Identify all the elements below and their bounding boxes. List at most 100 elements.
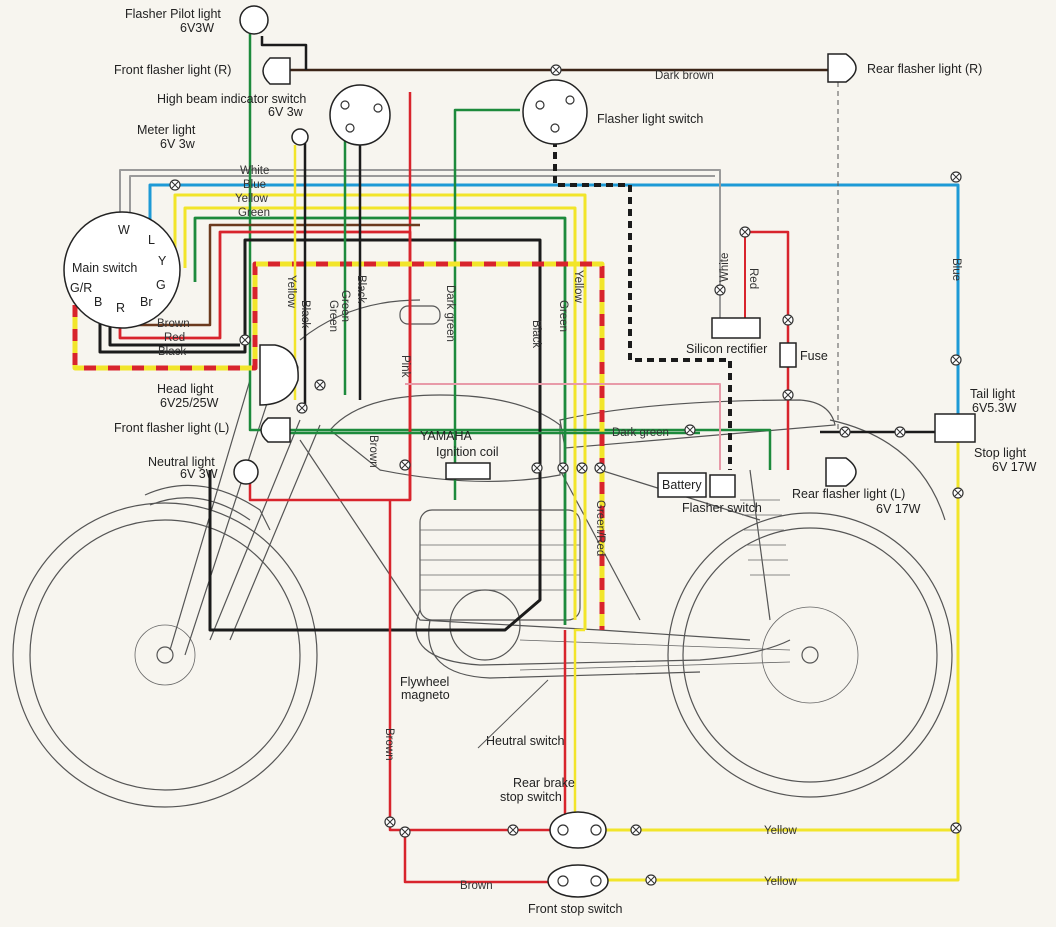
front-wheel	[12, 502, 318, 808]
label-high-beam-rating: 6V 3w	[268, 105, 304, 119]
wire-label-yellow-v: Yellow	[285, 275, 297, 309]
label-tail-light-rating: 6V5.3W	[972, 401, 1017, 415]
wire-label-yellow-bottom1: Yellow	[764, 825, 798, 837]
wire-label-brown-v1: Brown	[367, 435, 379, 468]
wire-label-black-v1: Black	[299, 300, 311, 328]
label-fuse: Fuse	[800, 349, 828, 363]
label-main-switch: Main switch	[72, 261, 137, 275]
label-meter-light: Meter light	[137, 123, 196, 137]
label-rear-flasher-l: Rear flasher light (L)	[792, 487, 905, 501]
wire-label-white-v: White	[719, 253, 731, 282]
components	[63, 5, 976, 898]
wire-white	[119, 169, 721, 330]
label-front-flasher-r: Front flasher light (R)	[114, 63, 231, 77]
wire-label-dark-green-h: Dark green	[612, 427, 669, 439]
label-tail-light: Tail light	[970, 387, 1016, 401]
label-magneto: magneto	[401, 688, 450, 702]
wire-black-main	[98, 238, 542, 632]
flasher-light-switch-symbol	[522, 79, 588, 145]
wire-label-yellow-v2: Yellow	[572, 270, 584, 304]
wire-label-black-v3: Black	[530, 320, 542, 348]
main-switch-terminal-w: W	[118, 223, 130, 237]
wire-green-main	[193, 216, 567, 625]
main-switch-terminal-y: Y	[158, 254, 167, 268]
label-stop-light: Stop light	[974, 446, 1027, 460]
label-neutral-switch: Heutral switch	[486, 734, 565, 748]
label-flasher-light-switch: Flasher light switch	[597, 112, 703, 126]
wire-label-green-v1: Green	[327, 300, 339, 332]
wire-label-red-main: Red	[164, 332, 185, 344]
motorcycle-sketch	[12, 299, 953, 808]
label-flasher-pilot-light: Flasher Pilot light	[125, 7, 221, 21]
ignition-coil-symbol	[445, 462, 491, 480]
wire-label-red-v: Red	[747, 268, 759, 289]
main-switch-terminal-r: R	[116, 301, 125, 315]
wire-label-black-main: Black	[158, 346, 186, 358]
wire-label-yellow-bottom2: Yellow	[764, 876, 798, 888]
wire-red-brake	[388, 500, 555, 832]
wire-label-green: Green	[238, 207, 270, 219]
label-battery: Battery	[662, 478, 702, 492]
rear-wheel	[667, 512, 953, 798]
silicon-rectifier-symbol	[711, 317, 761, 339]
wire-label-brown-main: Brown	[157, 318, 190, 330]
label-flasher-switch: Flasher switch	[682, 501, 762, 515]
tail-light-symbol	[934, 413, 976, 443]
label-flywheel: Flywheel	[400, 675, 449, 689]
wire-label-yellow: Yellow	[235, 193, 269, 205]
label-meter-light-rating: 6V 3w	[160, 137, 196, 151]
front-flasher-r-symbol	[262, 57, 291, 85]
wire-label-brown-bottom: Brown	[460, 880, 493, 892]
rear-brake-switch-symbol	[549, 811, 607, 849]
wire-label-dark-green-v: Dark green	[444, 285, 456, 342]
component-labels: Flasher Pilot light 6V3W Front flasher l…	[70, 7, 1037, 916]
wire-label-white: White	[240, 165, 269, 177]
flasher-pilot-light-symbol	[239, 5, 269, 35]
wire-labels: Dark brown White Blue Yellow Green Brown…	[157, 70, 962, 892]
label-silicon-rectifier: Silicon rectifier	[686, 342, 767, 356]
label-flasher-pilot-rating: 6V3W	[180, 21, 214, 35]
label-head-light: Head light	[157, 382, 214, 396]
flasher-switch-symbol	[709, 474, 736, 498]
front-stop-switch-symbol	[547, 864, 609, 898]
engine	[419, 509, 581, 621]
label-rear-flasher-l-rating: 6V 17W	[876, 502, 921, 516]
wire-yellow-main	[173, 193, 587, 630]
main-switch-terminal-b: B	[94, 295, 102, 309]
fuse-symbol	[779, 342, 797, 368]
label-front-stop-switch: Front stop switch	[528, 902, 623, 916]
wire-yellow-stop	[600, 440, 960, 882]
high-beam-switch-symbol	[329, 84, 391, 146]
wire-label-brown-v2: Brown	[383, 728, 395, 761]
label-high-beam: High beam indicator switch	[157, 92, 306, 106]
seat	[559, 399, 836, 449]
wire-label-green-red-v: Green/Red	[594, 500, 606, 556]
wire-black-dashed	[553, 140, 732, 470]
label-front-flasher-l: Front flasher light (L)	[114, 421, 229, 435]
rear-flasher-r-symbol	[827, 53, 857, 83]
wire-label-green-v2: Green	[557, 300, 569, 332]
fuel-tank	[329, 394, 561, 483]
main-switch-terminal-l: L	[148, 233, 155, 247]
battery-symbol	[657, 472, 707, 498]
main-switch-symbol	[63, 211, 181, 329]
wire-label-dark-brown: Dark brown	[655, 70, 714, 82]
label-ignition-coil: Ignition coil	[436, 445, 499, 459]
wire-label-blue: Blue	[243, 179, 266, 191]
main-switch-terminal-g: G	[156, 278, 166, 292]
wire-label-green-v1b: Green	[339, 290, 351, 322]
front-flasher-l-symbol	[260, 417, 291, 443]
wire-label-blue-v: Blue	[950, 258, 962, 281]
main-switch-terminal-gr: G/R	[70, 281, 92, 295]
wire-label-black-v2: Black	[355, 275, 367, 303]
label-head-light-rating: 6V25/25W	[160, 396, 219, 410]
head-light-symbol	[259, 344, 299, 406]
main-switch-terminal-br: Br	[140, 295, 153, 309]
label-stop-light-rating: 6V 17W	[992, 460, 1037, 474]
label-stop-switch: stop switch	[500, 790, 562, 804]
meter-light-symbol	[291, 128, 309, 146]
label-neutral-light-rating: 6V 3W	[180, 467, 218, 481]
label-rear-brake: Rear brake	[513, 776, 575, 790]
label-rear-flasher-r: Rear flasher light (R)	[867, 62, 982, 76]
